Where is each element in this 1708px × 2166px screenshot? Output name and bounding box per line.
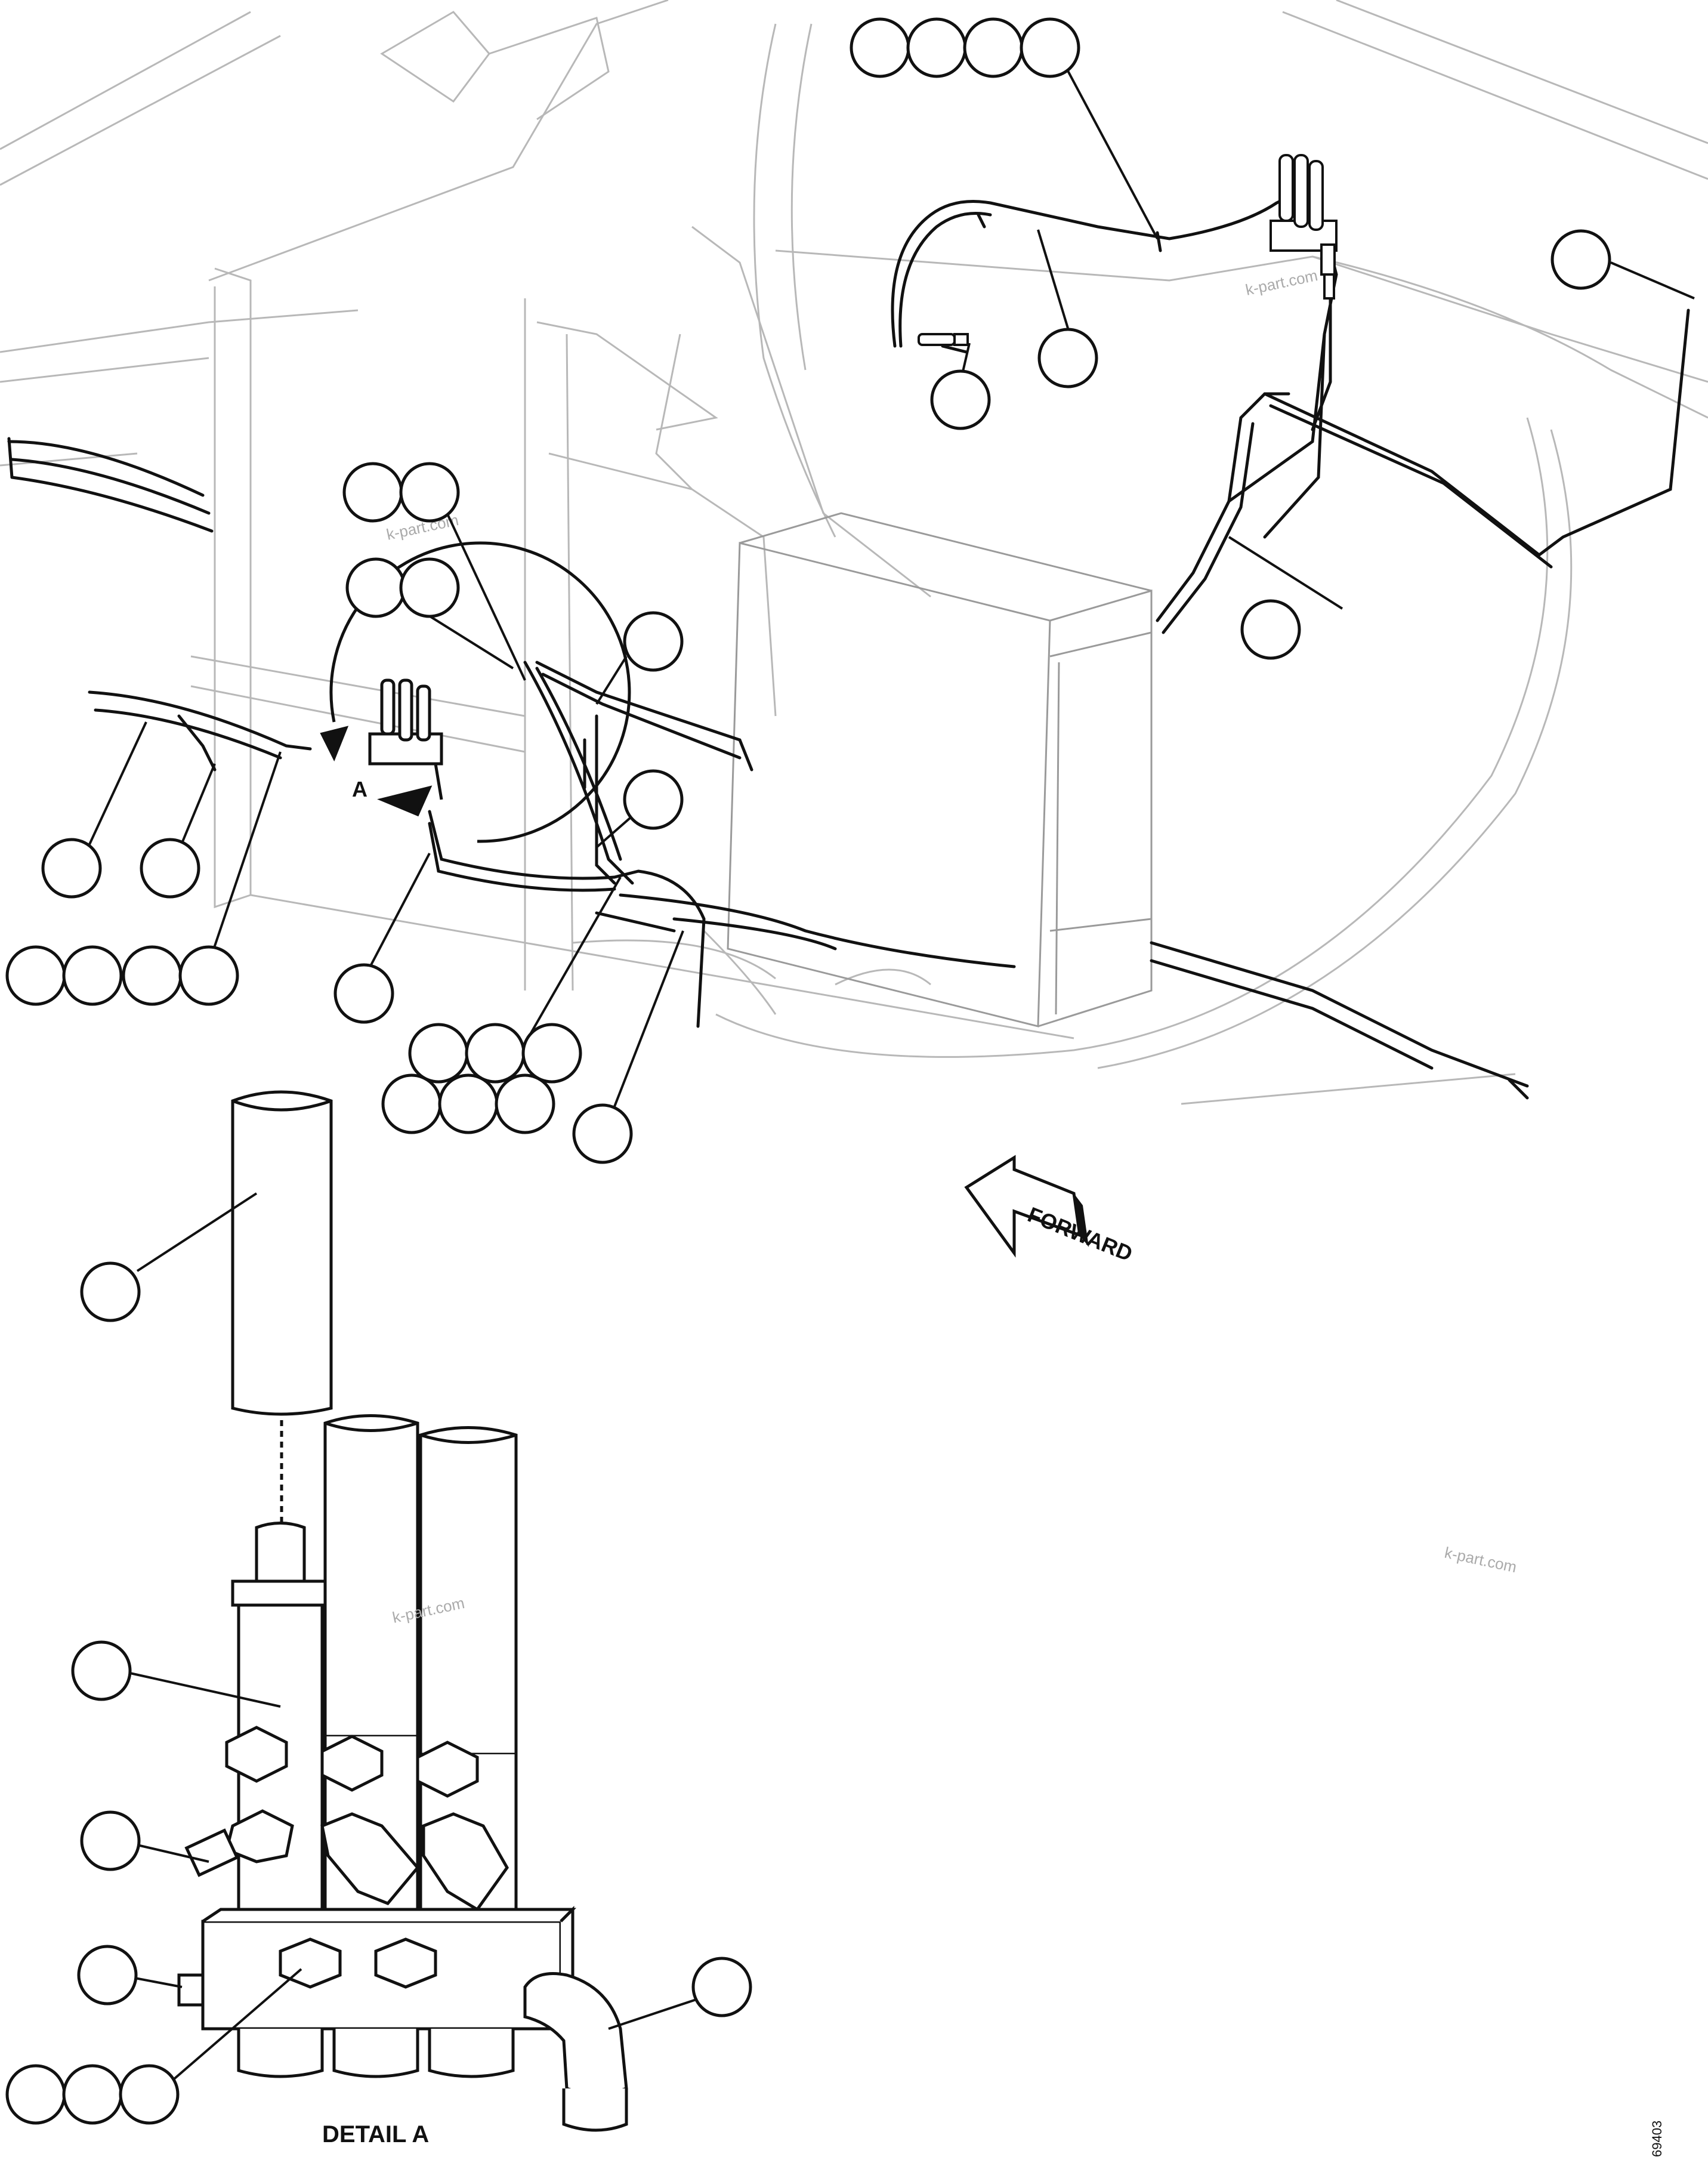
detail-a-callout (320, 541, 631, 843)
callout-balloons (5, 17, 1611, 2125)
detail-marker: A (352, 777, 367, 801)
callout-balloon (850, 17, 910, 78)
callout-balloon (623, 769, 684, 830)
callout-balloon (333, 963, 394, 1024)
callout-balloon (1240, 599, 1301, 660)
callout-balloon (438, 1073, 499, 1134)
callout-balloon (1020, 17, 1080, 78)
callout-balloon (5, 945, 66, 1006)
callout-balloon (140, 838, 200, 899)
callout-balloon (399, 462, 460, 523)
callout-balloon (465, 1023, 526, 1084)
callout-balloon (41, 838, 102, 899)
callout-balloon (930, 369, 991, 430)
callout-balloon (408, 1023, 469, 1084)
callout-balloon (572, 1103, 633, 1164)
callout-balloon (5, 2064, 66, 2125)
drawing-number: 69403 (1650, 2121, 1664, 2157)
detail-a-view (177, 1090, 628, 2132)
tank-box (727, 512, 1153, 1028)
callout-balloon (62, 2064, 123, 2125)
callout-balloon (77, 1945, 138, 2005)
callout-balloon (521, 1023, 582, 1084)
machine-frame-outline (0, 0, 1708, 1105)
callout-balloon (345, 557, 406, 618)
callout-balloon (623, 611, 684, 672)
hose-end-fitting (918, 333, 969, 346)
callout-balloon (1551, 229, 1611, 290)
callout-balloon (691, 1957, 752, 2017)
callout-balloon (963, 17, 1024, 78)
callout-balloon (71, 1640, 132, 1701)
callout-balloon (80, 1810, 141, 1871)
watermark: k-part.com (1443, 1544, 1518, 1576)
detail-a-caption: DETAIL A (322, 2121, 429, 2148)
callout-balloon (906, 17, 967, 78)
callout-balloon (399, 557, 460, 618)
callout-balloon (62, 945, 123, 1006)
callout-balloon (122, 945, 183, 1006)
hose-lines (7, 195, 1690, 1100)
callout-balloon (80, 1261, 141, 1322)
callout-balloon (178, 945, 239, 1006)
callout-balloon (1037, 328, 1098, 388)
callout-balloon (119, 2064, 180, 2125)
callout-balloon (495, 1073, 555, 1134)
watermark: k-part.com (1244, 266, 1319, 299)
callout-balloon (342, 462, 403, 523)
forward-arrow: FORWARD (964, 1155, 1136, 1266)
callout-balloon (381, 1073, 442, 1134)
injector-bank-top-right (1270, 154, 1338, 300)
